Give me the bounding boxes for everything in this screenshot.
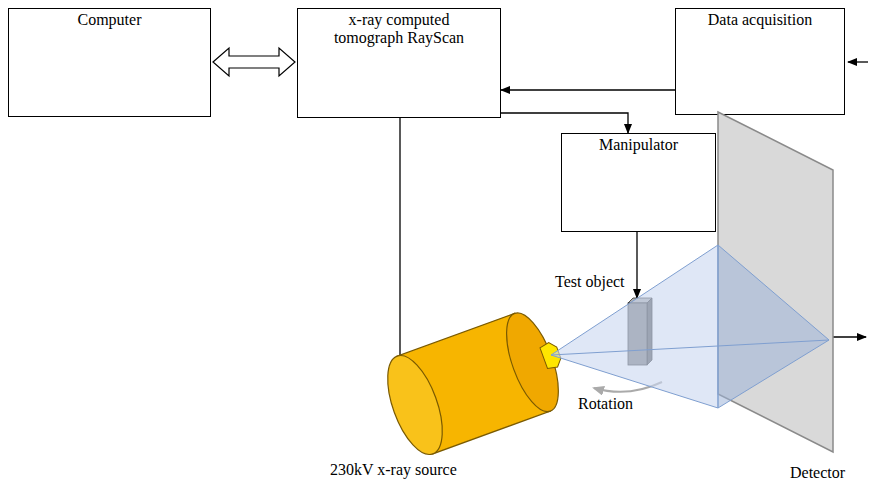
manipulator-box: Manipulator bbox=[561, 133, 716, 232]
test-object-shape bbox=[628, 298, 652, 365]
object-side bbox=[647, 298, 652, 365]
box-label: Data acquisition bbox=[686, 11, 834, 29]
part-label: Detector bbox=[790, 464, 845, 482]
part-label: 230kV x-ray source bbox=[330, 461, 457, 479]
box-label: Computer bbox=[19, 11, 200, 29]
signal-line bbox=[848, 61, 868, 62]
tomograph-box: x-ray computed tomograph RayScan bbox=[297, 8, 501, 118]
part-label: Test object bbox=[555, 273, 625, 291]
connector bbox=[213, 48, 295, 76]
x-ray-tube bbox=[377, 304, 577, 462]
connector bbox=[501, 89, 675, 90]
box-label: x-ray computed tomograph RayScan bbox=[322, 11, 476, 48]
object-front bbox=[628, 303, 647, 365]
acquisition-box: Data acquisition bbox=[675, 8, 845, 115]
rotation-arrow bbox=[594, 382, 662, 392]
test-object: Test object bbox=[628, 298, 652, 365]
detector: Detector bbox=[716, 110, 836, 456]
connector bbox=[636, 232, 637, 298]
motion-label: Rotation bbox=[578, 395, 633, 413]
detector-shape bbox=[716, 110, 836, 456]
signal-line bbox=[833, 336, 866, 337]
connector bbox=[501, 113, 628, 133]
beam-cone bbox=[551, 245, 718, 408]
x-ray-source: 230kV x-ray source bbox=[370, 300, 575, 470]
computer-box: Computer bbox=[8, 8, 211, 117]
box-label: Manipulator bbox=[572, 136, 705, 154]
x-ray-source-shape bbox=[370, 300, 575, 470]
detector-plate bbox=[718, 112, 833, 452]
